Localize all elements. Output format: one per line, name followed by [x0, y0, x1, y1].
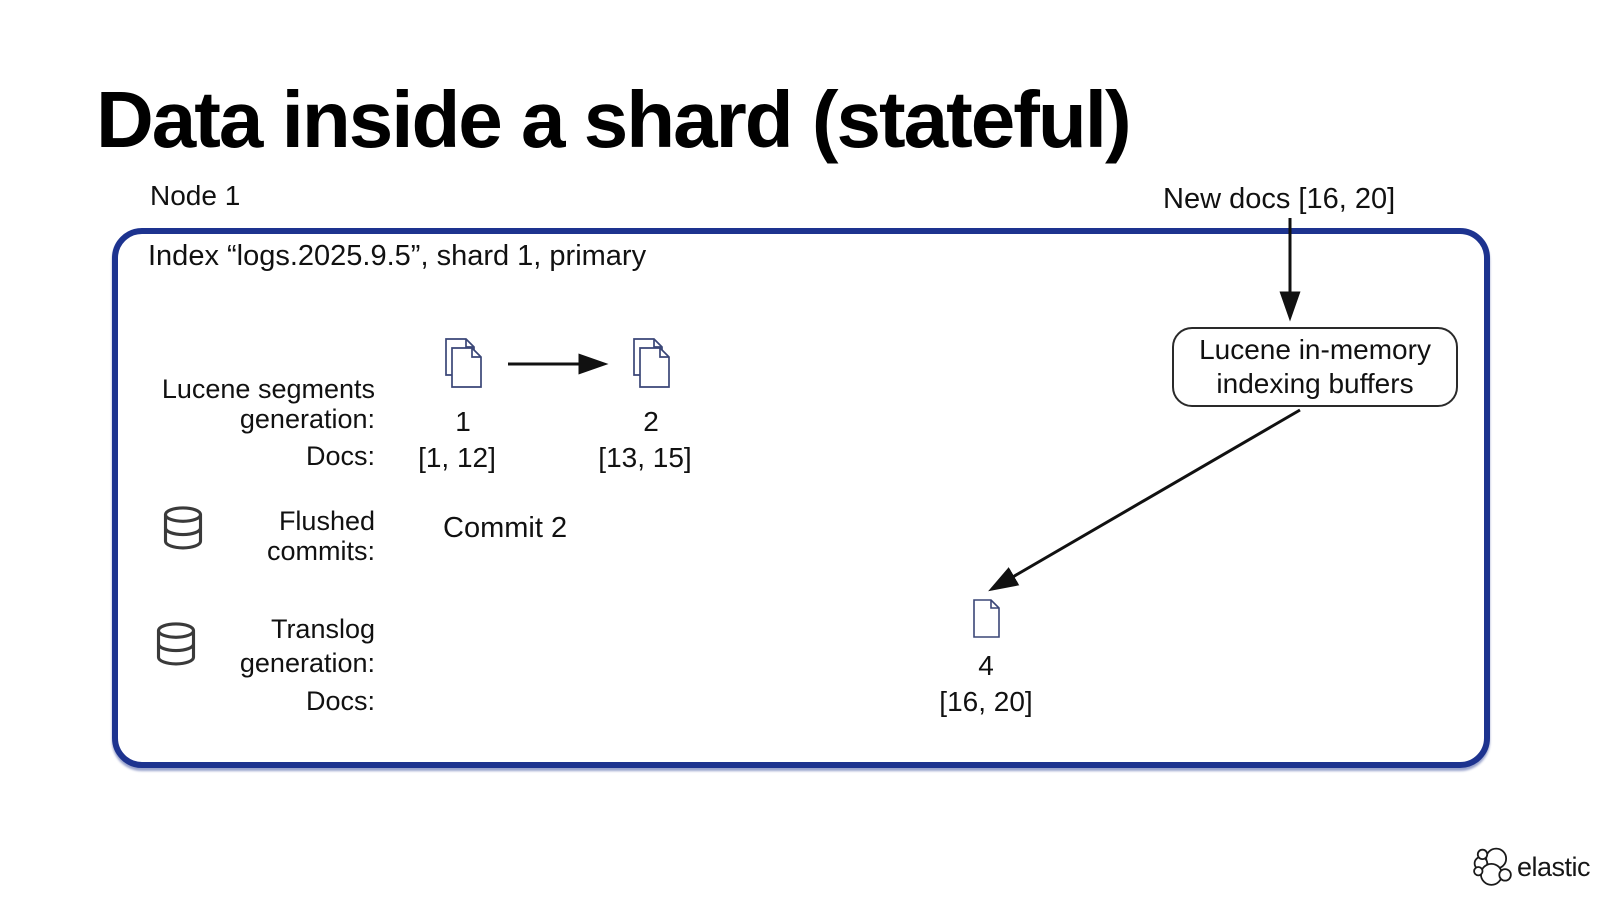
translog-label-line2: generation: — [239, 648, 375, 678]
lucene-buffers-box: Lucene in-memory indexing buffers — [1172, 327, 1458, 407]
segment-generation: 2 — [643, 406, 659, 437]
elastic-logo: elastic — [1472, 846, 1591, 888]
segment-generation: 1 — [455, 406, 471, 437]
commit-value: Commit 2 — [443, 512, 568, 544]
new-docs-label: New docs [16, 20] — [1163, 183, 1396, 215]
slide-title: Data inside a shard (stateful) — [96, 75, 1132, 164]
node-label: Node 1 — [150, 180, 241, 211]
elastic-logo-text: elastic — [1517, 851, 1591, 882]
commits-label-line2: commits: — [267, 536, 375, 566]
segment-docs-range: [13, 15] — [598, 442, 692, 473]
translog-docs-range: [16, 20] — [939, 686, 1033, 717]
index-label: Index “logs.2025.9.5”, shard 1, primary — [148, 240, 647, 272]
buffers-box-line2: indexing buffers — [1216, 368, 1414, 399]
documents-icon — [633, 338, 670, 388]
segments-docs-label: Docs: — [305, 441, 375, 471]
translog-generation: 4 — [978, 650, 994, 681]
documents-icon — [445, 338, 482, 388]
elastic-cluster-icon — [1473, 847, 1512, 886]
translog-label-line1: Translog — [270, 614, 375, 644]
database-icon — [163, 506, 203, 550]
segments-label-line2: generation: — [239, 404, 375, 434]
document-icon — [973, 599, 1000, 638]
commits-label-line1: Flushed — [278, 506, 375, 536]
translog-docs-label: Docs: — [305, 686, 375, 716]
segment-docs-range: [1, 12] — [418, 442, 496, 473]
buffers-box-line1: Lucene in-memory — [1199, 334, 1431, 365]
segments-label-line1: Lucene segments — [161, 374, 375, 404]
database-icon — [156, 622, 196, 666]
